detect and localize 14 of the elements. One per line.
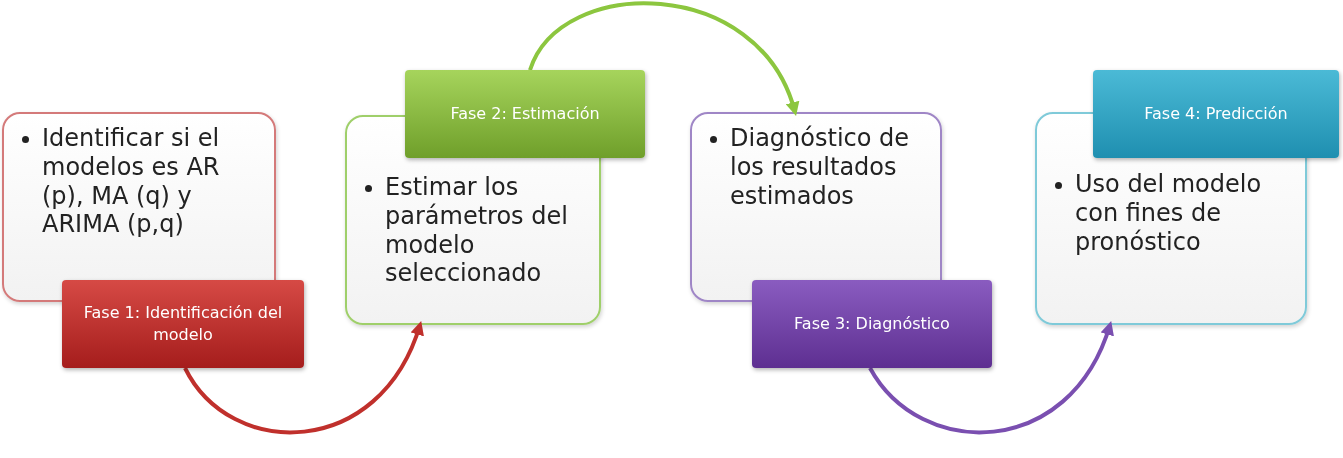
phase-title: Fase 2: Estimación: [450, 102, 600, 125]
bullet-text: Identificar si el modelos es AR (p), MA (q) y ARIMA (p,q): [18, 124, 266, 240]
phase-title: Fase 4: Predicción: [1144, 102, 1288, 125]
phase-tag: [1093, 70, 1339, 158]
phase-tag: [752, 280, 992, 368]
phase-card: [690, 112, 942, 302]
phase-title: Fase 1: Identificación del modelo: [82, 301, 284, 346]
phase-title: Fase 3: Diagnóstico: [794, 312, 950, 335]
phase-card: [2, 112, 276, 302]
bullet-text: Estimar los parámetros del modelo seleccionado: [361, 173, 591, 289]
phase-tag: [62, 280, 304, 368]
phase-tag: [405, 70, 645, 158]
bullet-text: Diagnóstico de los resultados estimados: [706, 124, 932, 211]
bullet-text: Uso del modelo con fines de pronóstico: [1051, 170, 1297, 257]
